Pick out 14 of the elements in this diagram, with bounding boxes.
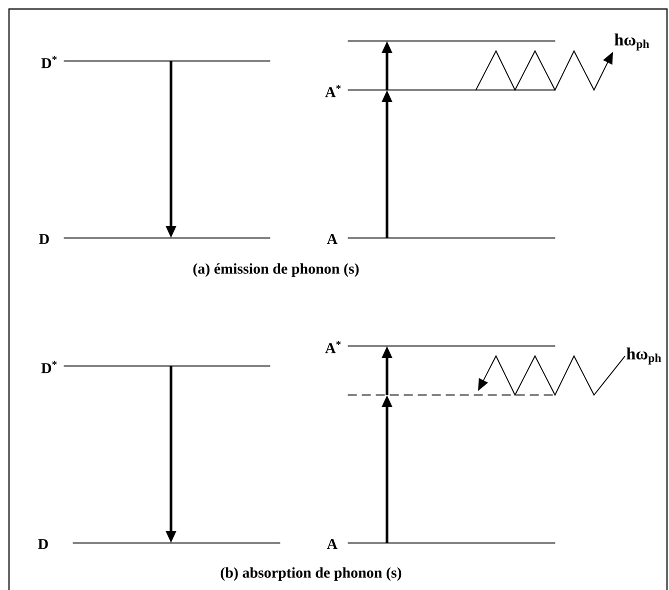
phonon-arrow bbox=[478, 354, 626, 396]
level-label: A$^{*}$ bbox=[325, 84, 341, 98]
level-label: D bbox=[39, 234, 49, 244]
phonon-label: hω$_{ph}$ bbox=[626, 348, 662, 364]
phonon-arrow bbox=[476, 50, 613, 92]
level-label: A bbox=[326, 234, 338, 244]
level-label: A$^{*}$ bbox=[325, 340, 341, 354]
level-label: A bbox=[326, 539, 338, 549]
panel-caption: (a) émission de phonon (s) bbox=[193, 263, 359, 277]
phonon-label: hω$_{ph}$ bbox=[614, 34, 650, 50]
level-label: D$^{*}$ bbox=[41, 360, 57, 374]
level-label: D$^{*}$ bbox=[41, 56, 57, 68]
level-label: D bbox=[38, 539, 48, 549]
panel-caption: (b) absorption de phonon (s) bbox=[220, 567, 402, 581]
